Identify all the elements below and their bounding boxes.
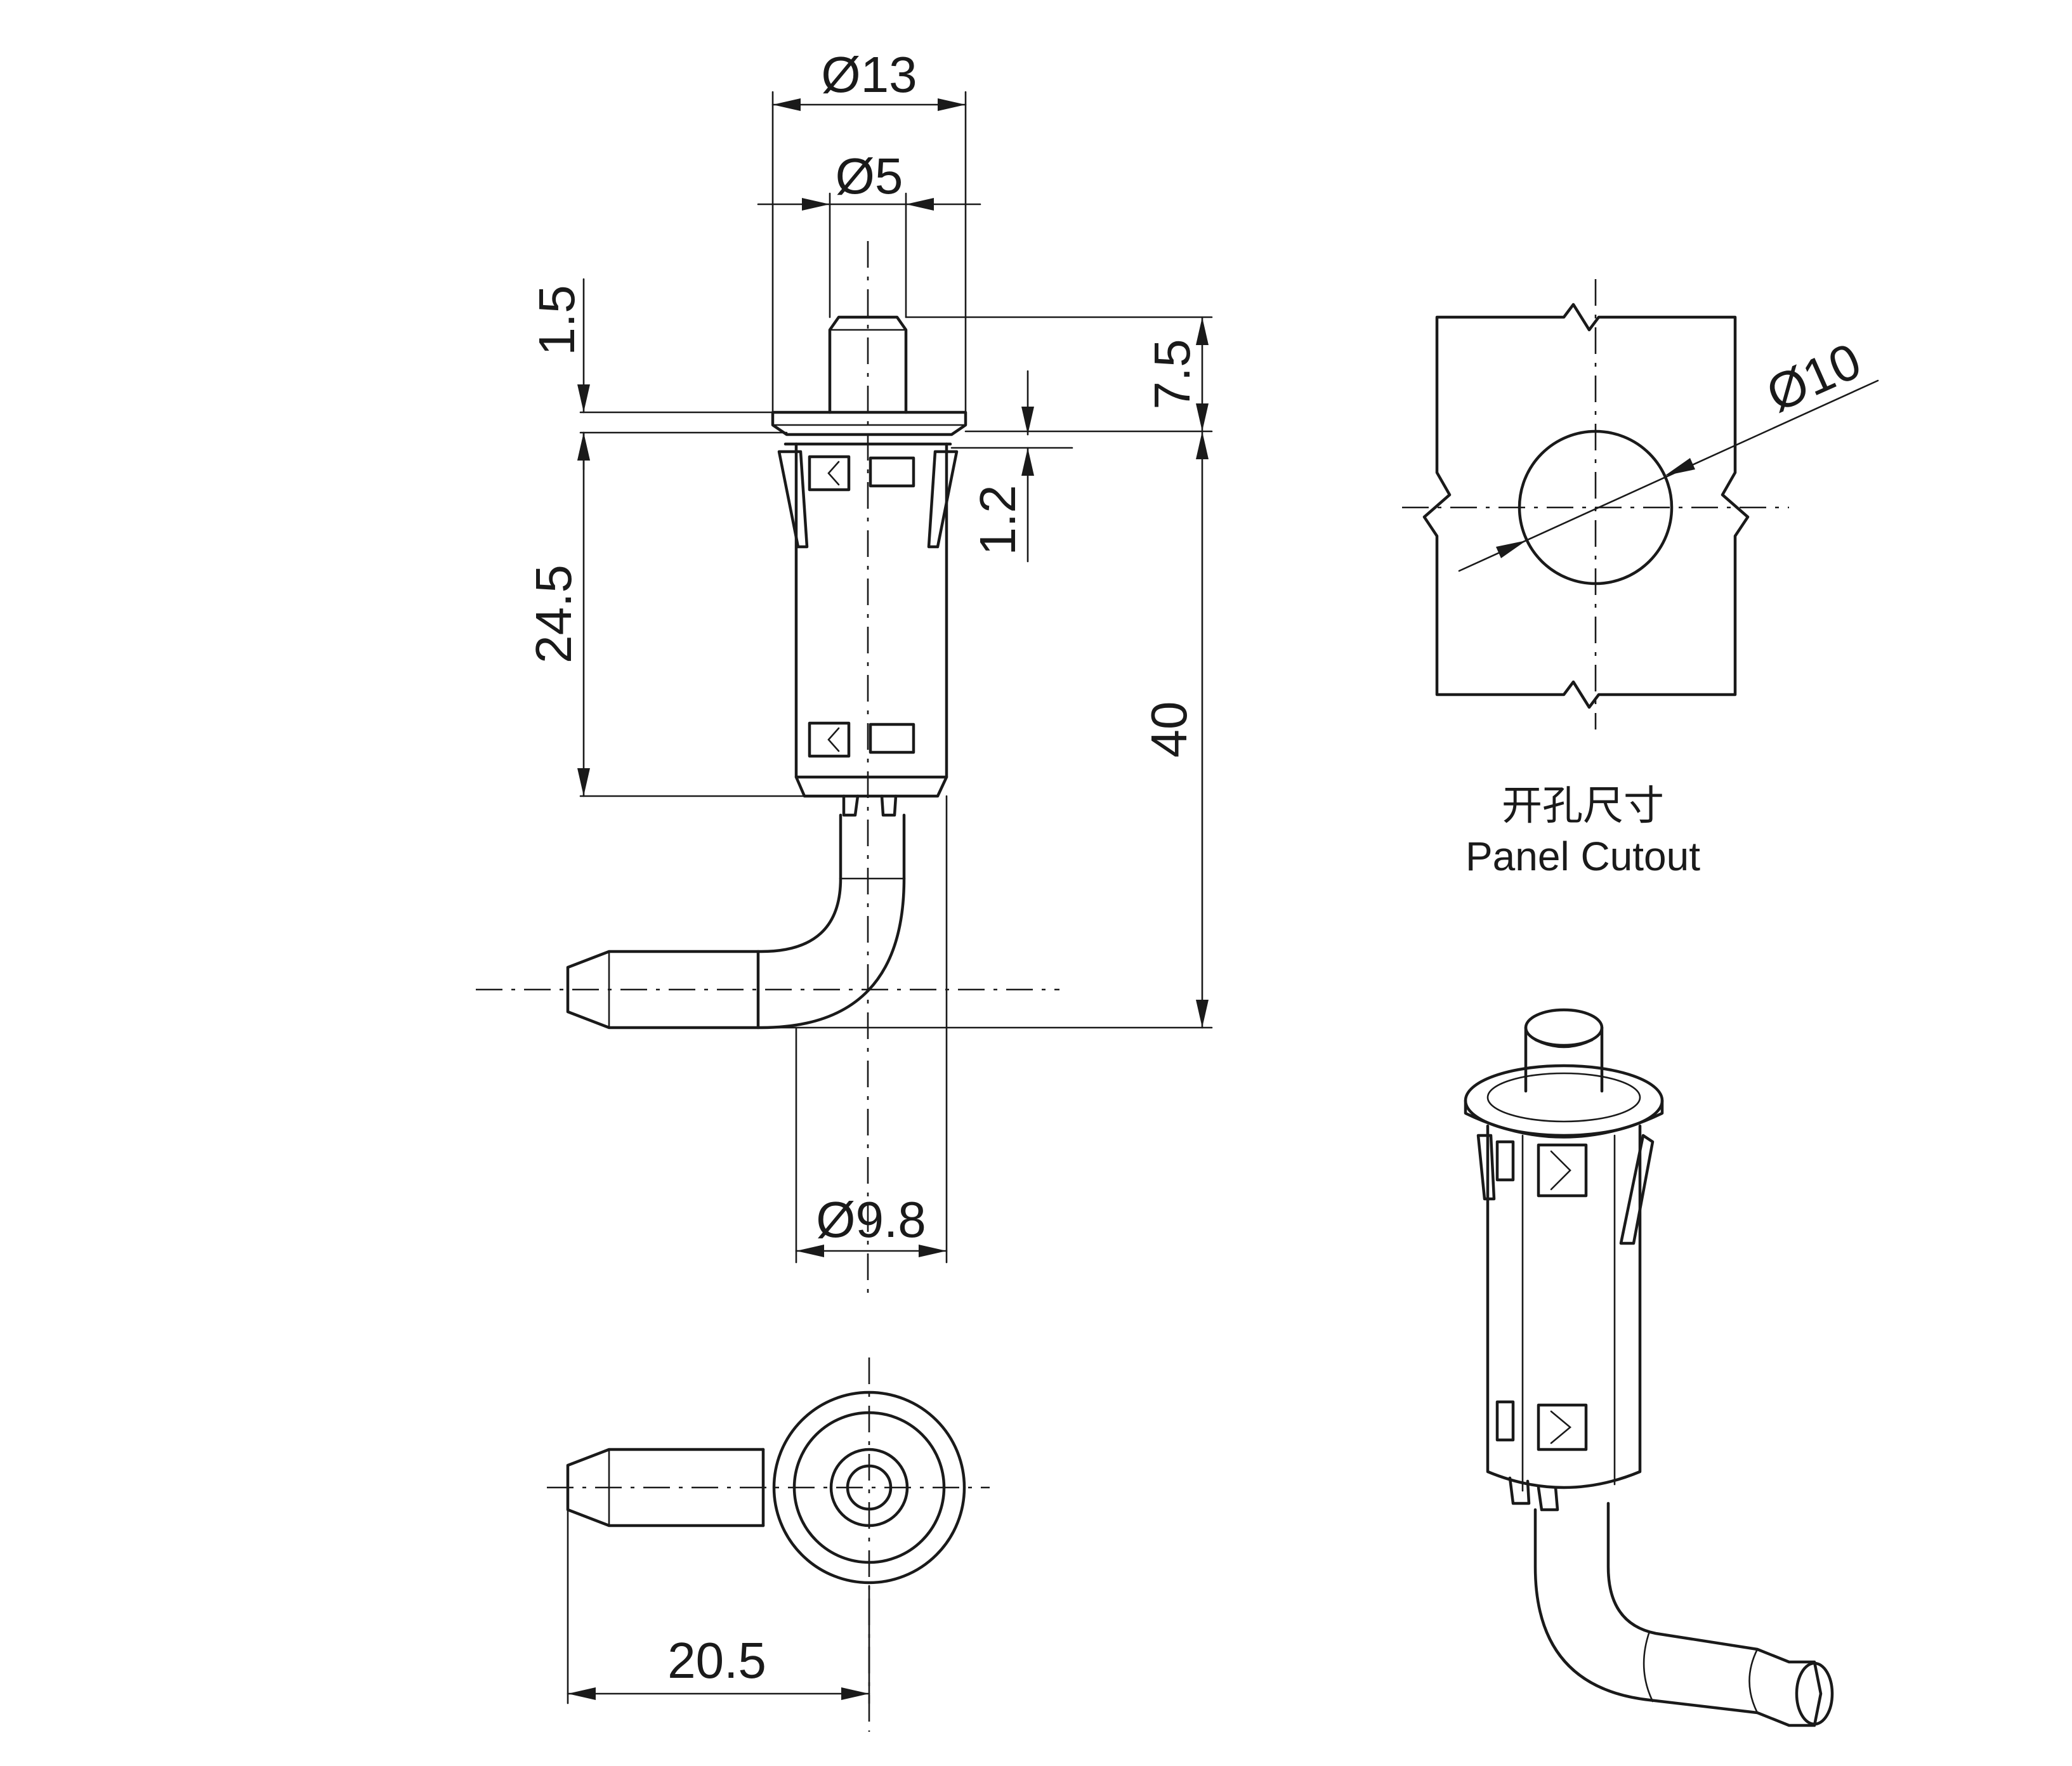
top-view (547, 1357, 990, 1732)
dim-outer-diameter: Ø13 (771, 46, 967, 414)
cutout-caption-en: Panel Cutout (1465, 834, 1700, 879)
dim-plunger-travel: 7.5 (905, 316, 1213, 433)
dim-arm-length-label: 20.5 (667, 1632, 766, 1689)
dim-outer-diameter-label: Ø13 (821, 46, 917, 103)
panel-outline (1422, 303, 1750, 709)
iso-rod-tip (1795, 1661, 1834, 1726)
dim-panel-thickness: 1.2 (950, 370, 1073, 563)
plunger-outline (829, 1448, 909, 1527)
iso-spring-clip (1619, 1134, 1655, 1245)
l-rod (566, 813, 906, 1030)
top-view-rod (566, 1448, 765, 1527)
plunger-tip-outline (846, 1464, 893, 1511)
dim-body-length: 24.5 (525, 431, 806, 797)
front-view (476, 241, 1059, 1294)
dim-total-length: 40 (760, 430, 1213, 1029)
flange (771, 410, 967, 436)
dim-flange-thickness-label: 1.5 (528, 285, 585, 355)
dim-arm-length: 20.5 (567, 1508, 870, 1704)
dim-plunger-travel-label: 7.5 (1144, 339, 1200, 409)
dim-body-length-label: 24.5 (525, 565, 582, 664)
dim-cutout-diameter: Ø10 (1458, 332, 1879, 572)
flange-outline (772, 1390, 966, 1585)
cutout-hole (1518, 429, 1674, 585)
isometric-view (1464, 1008, 1834, 1727)
dim-total-length-label: 40 (1141, 702, 1197, 758)
iso-plunger-top (1524, 1008, 1604, 1047)
cutout-caption-cn: 开孔尺寸 (1502, 783, 1664, 828)
latch-body (777, 442, 959, 817)
dim-panel-thickness-label: 1.2 (969, 485, 1026, 555)
dim-body-diameter-label: Ø9.8 (816, 1191, 926, 1248)
dim-body-diameter: Ø9.8 (795, 795, 948, 1264)
plunger (828, 315, 908, 414)
panel-cutout-view (1402, 279, 1789, 729)
dim-plunger-diameter-label: Ø5 (836, 148, 903, 204)
dim-flange-thickness: 1.5 (528, 278, 788, 471)
body-outline (792, 1411, 946, 1564)
iso-body (1486, 1124, 1642, 1489)
dim-plunger-diameter: Ø5 (757, 148, 981, 318)
iso-rod (1533, 1501, 1823, 1727)
